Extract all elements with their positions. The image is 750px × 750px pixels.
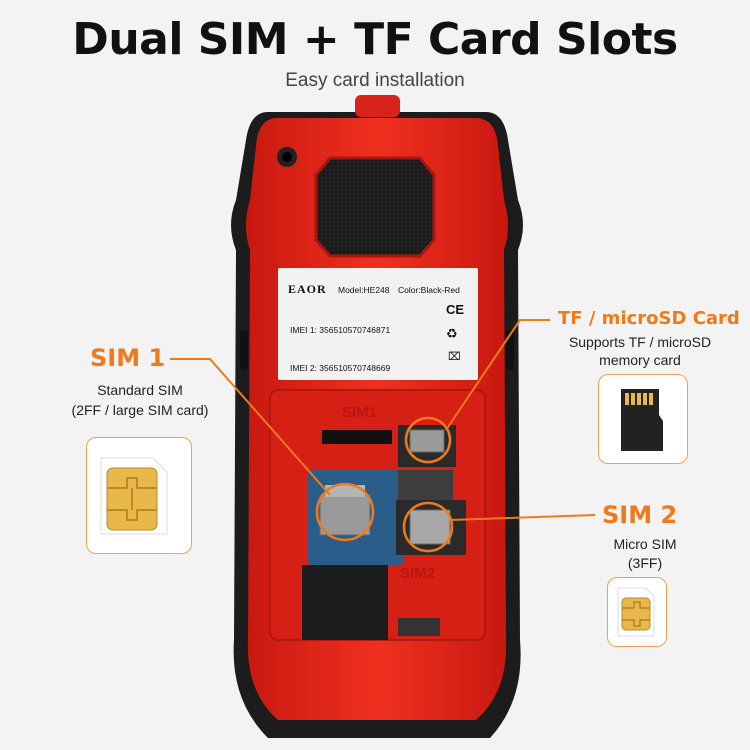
sim1-card-box <box>86 437 192 554</box>
standard-sim-card-icon <box>100 457 168 535</box>
tf-line1: Supports TF / microSD <box>568 334 712 350</box>
sim1-line2: (2FF / large SIM card) <box>71 402 209 418</box>
tf-callout-line <box>445 319 550 431</box>
sim2-highlight-circle <box>402 501 454 553</box>
sim1-slot-mark: SIM1 <box>342 404 378 421</box>
tf-line2: memory card <box>599 352 681 368</box>
color-text: Color:Black-Red <box>398 285 460 295</box>
sim2-line2: (3FF) <box>627 555 663 571</box>
sim1-line1: Standard SIM <box>97 382 183 398</box>
imei1-text: IMEI 1: 356510570746871 <box>290 325 391 335</box>
tf-card-box <box>598 374 688 464</box>
ce-mark: CE <box>446 302 465 317</box>
imei-label-sticker: EAOR Model:HE248 Color:Black-Red IMEI 1:… <box>278 268 478 380</box>
weee-bin-icon: ⌧ <box>448 351 461 363</box>
page-subtitle: Easy card installation <box>285 70 465 91</box>
page-title: Dual SIM + TF Card Slots <box>72 14 678 65</box>
model-text: Model:HE248 <box>338 285 390 295</box>
recycle-icon: ♻ <box>446 326 458 341</box>
micro-sim-card-icon <box>617 587 655 637</box>
sim2-line1: Micro SIM <box>613 536 677 552</box>
speaker-grille <box>314 156 436 258</box>
tf-title: TF / microSD Card <box>558 308 740 329</box>
sim2-title: SIM 2 <box>602 501 678 529</box>
imei2-text: IMEI 2: 356510570748669 <box>290 363 391 373</box>
sim2-slot-mark: SIM2 <box>400 565 436 582</box>
sim1-callout-line <box>170 358 331 496</box>
tf-highlight-circle <box>404 416 452 464</box>
sim1-title: SIM 1 <box>90 344 166 372</box>
microsd-card-icon <box>621 389 663 451</box>
sim2-card-box <box>607 577 667 647</box>
brand-logo: EAOR <box>288 282 327 296</box>
sim1-highlight-circle <box>315 482 375 542</box>
sim2-callout-line <box>449 514 596 521</box>
